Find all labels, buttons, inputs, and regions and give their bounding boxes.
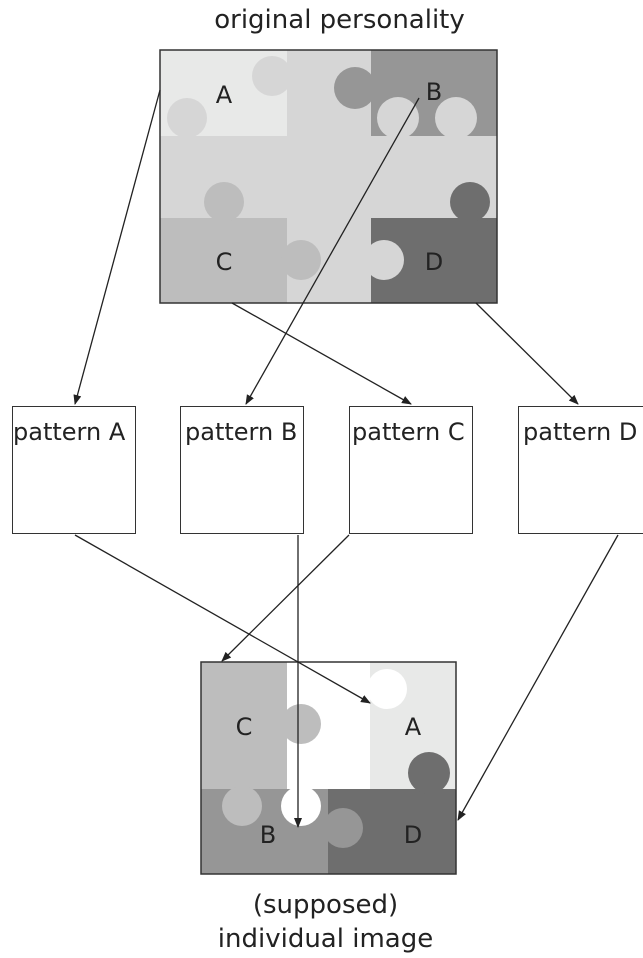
pattern-d-label: pattern D bbox=[523, 418, 638, 446]
individual-piece-c bbox=[201, 662, 321, 789]
original-label-a: A bbox=[216, 81, 233, 109]
individual-piece-d bbox=[323, 752, 456, 874]
original-piece-d bbox=[364, 182, 497, 303]
arrow-original-b-to-pattern-b bbox=[245, 97, 420, 405]
arrow-original-d-to-pattern-d bbox=[475, 302, 579, 405]
original-personality-caption: original personality bbox=[214, 5, 465, 35]
pattern-a-box: pattern A bbox=[12, 406, 136, 534]
individual-label-a: A bbox=[405, 713, 422, 741]
individual-puzzle-frame bbox=[200, 661, 457, 875]
arrow-pattern-a-to-individual bbox=[74, 534, 371, 704]
pattern-a-label: pattern A bbox=[13, 418, 126, 446]
original-piece-a bbox=[160, 50, 292, 138]
individual-label-d: D bbox=[404, 821, 422, 849]
original-puzzle-frame bbox=[159, 49, 498, 304]
individual-image-caption: individual image bbox=[217, 924, 434, 954]
pattern-b-box: pattern B bbox=[180, 406, 304, 534]
original-piece-c bbox=[160, 182, 321, 303]
original-puzzle: A B C D bbox=[159, 49, 498, 304]
pattern-c-box: pattern C bbox=[349, 406, 473, 534]
supposed-caption: (supposed) bbox=[252, 890, 399, 920]
arrow-original-a-to-pattern-a bbox=[73, 89, 161, 405]
individual-puzzle: C A B D bbox=[200, 661, 457, 875]
original-piece-b bbox=[334, 50, 497, 139]
arrows bbox=[73, 89, 619, 828]
original-label-b: B bbox=[426, 78, 442, 106]
original-label-c: C bbox=[216, 248, 233, 276]
individual-label-c: C bbox=[236, 713, 253, 741]
pattern-d-box: pattern D bbox=[518, 406, 643, 534]
pattern-c-label: pattern C bbox=[352, 418, 465, 446]
arrow-pattern-c-to-individual bbox=[221, 534, 350, 662]
arrow-pattern-d-to-individual bbox=[457, 534, 619, 821]
original-label-d: D bbox=[425, 248, 443, 276]
arrow-original-c-to-pattern-c bbox=[231, 302, 412, 405]
individual-label-b: B bbox=[260, 821, 276, 849]
pattern-b-label: pattern B bbox=[185, 418, 298, 446]
